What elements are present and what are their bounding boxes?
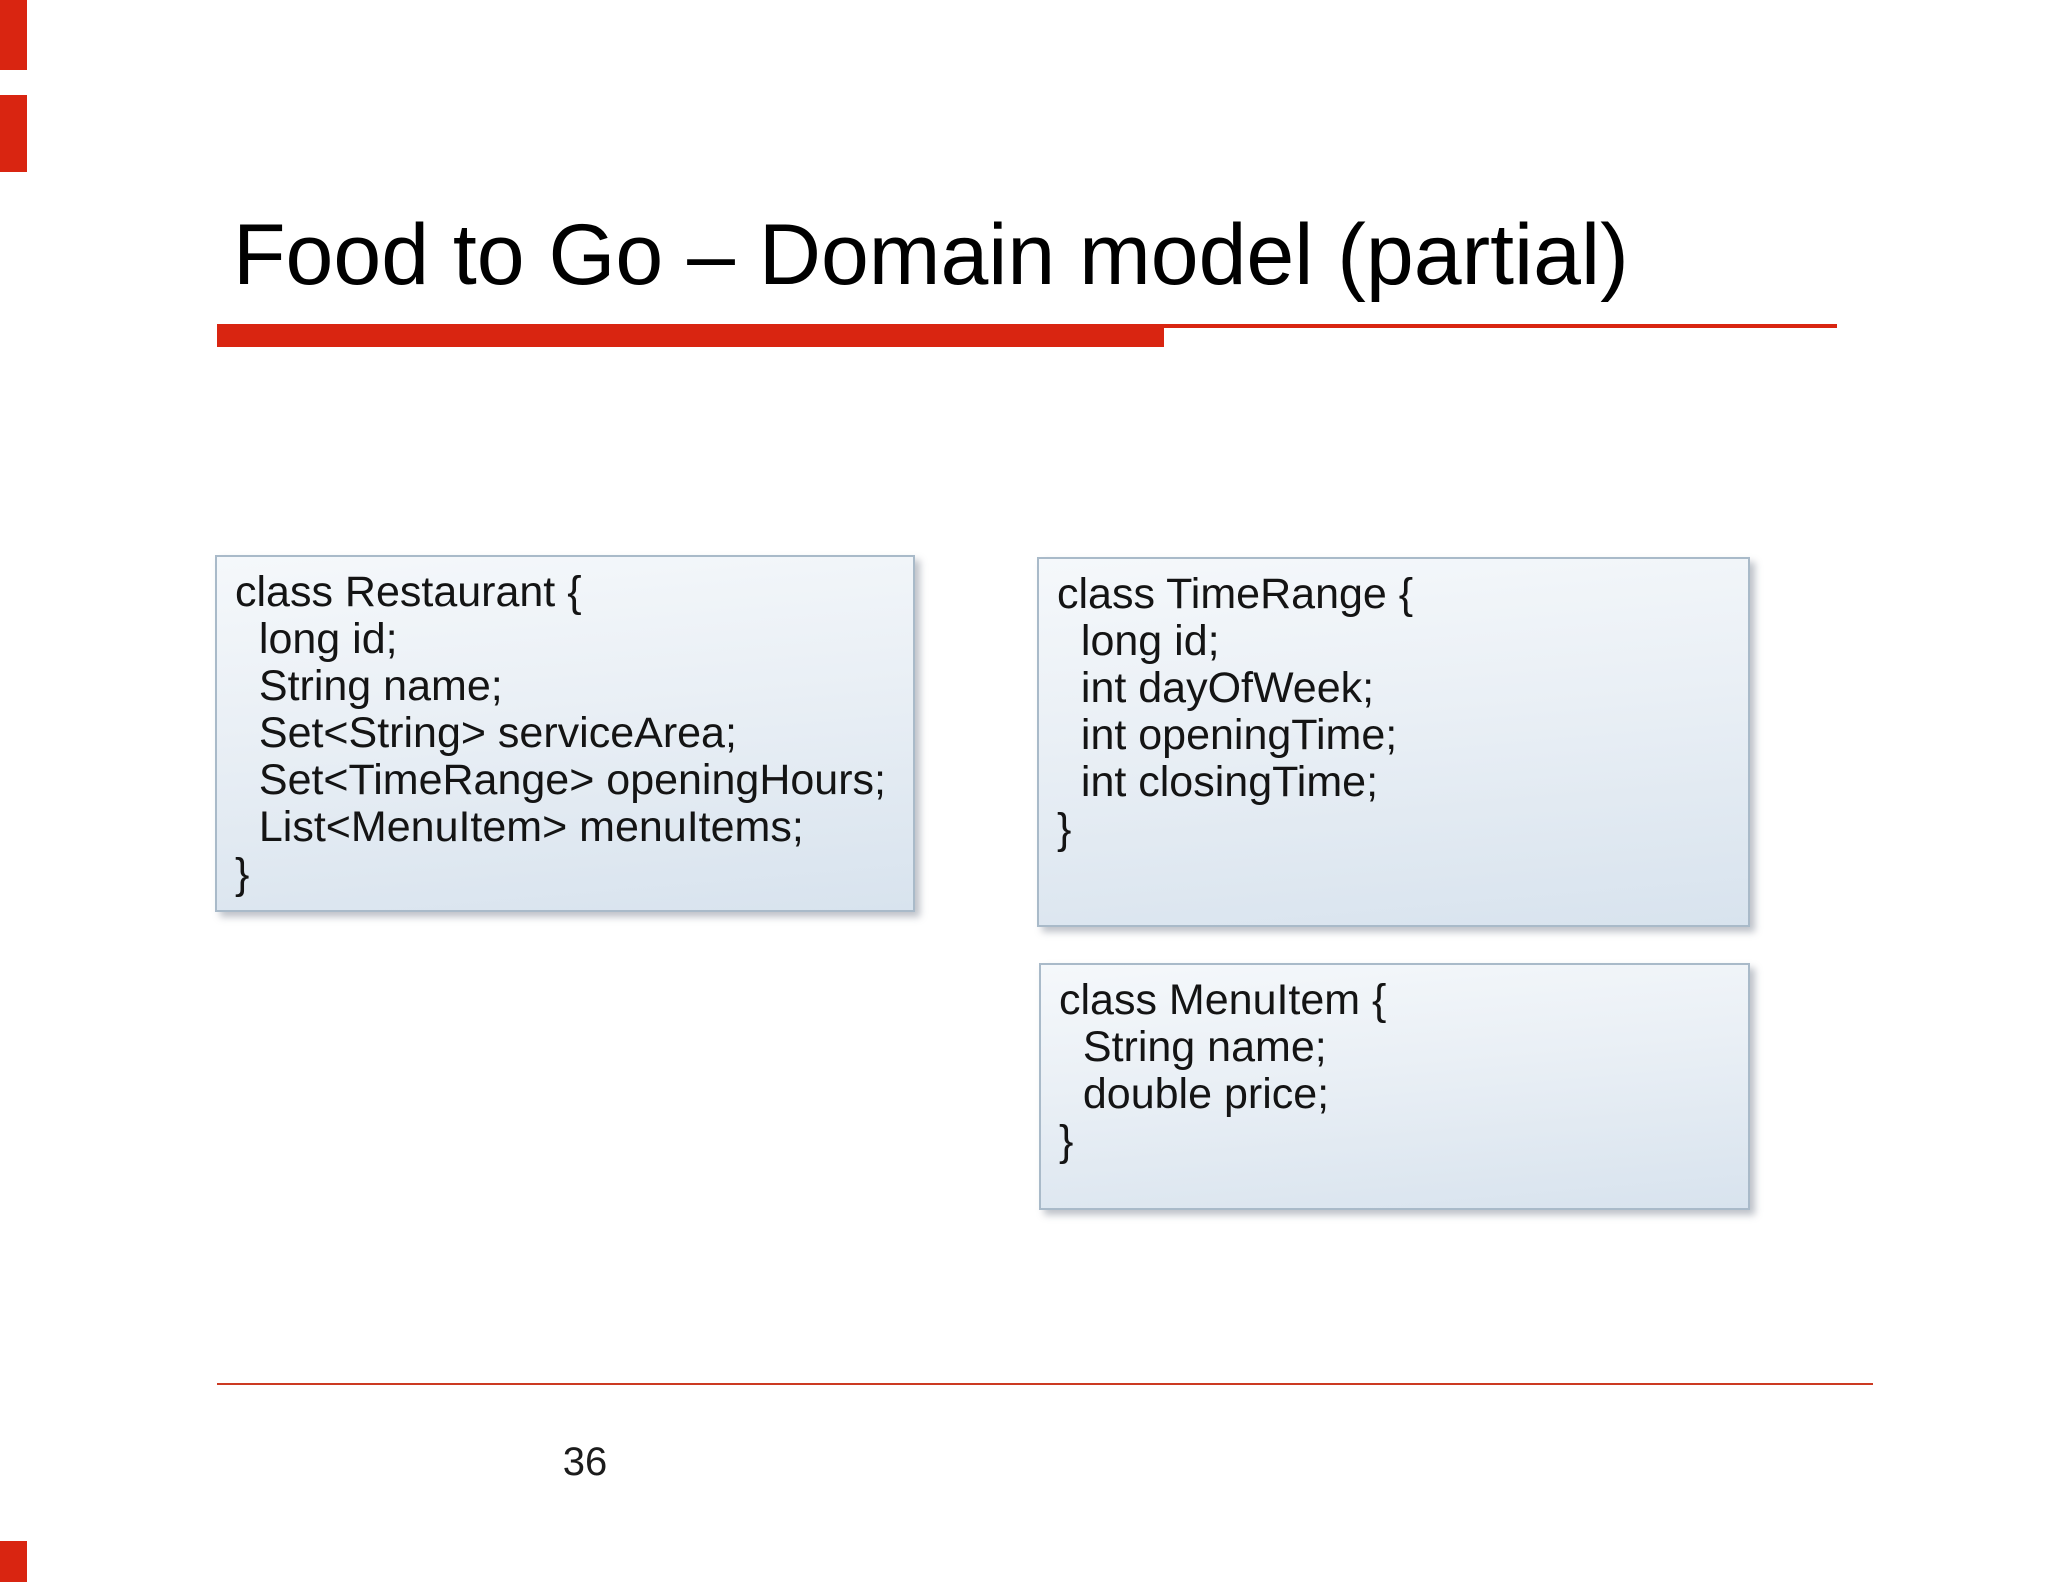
code-line: } [235, 850, 250, 898]
code-line: } [1057, 805, 1072, 853]
code-line: } [1059, 1117, 1074, 1165]
code-line: List<MenuItem> menuItems; [235, 803, 804, 851]
code-line: double price; [1059, 1070, 1330, 1118]
footer-divider [217, 1383, 1873, 1385]
code-line: String name; [235, 662, 503, 710]
page-number: 36 [562, 1440, 608, 1484]
code-line: String name; [1059, 1023, 1327, 1071]
class-box-menuitem: class MenuItem { String name; double pri… [1039, 963, 1750, 1210]
code-line: Set<String> serviceArea; [235, 709, 737, 757]
code-line: class MenuItem { [1059, 976, 1387, 1024]
code-line: class Restaurant { [235, 568, 582, 616]
code-line: int openingTime; [1057, 711, 1398, 759]
code-line: long id; [235, 615, 398, 663]
edge-accent-mark-bottom [0, 1541, 27, 1582]
code-line: Set<TimeRange> openingHours; [235, 756, 886, 804]
class-box-timerange: class TimeRange { long id; int dayOfWeek… [1037, 557, 1750, 927]
edge-accent-mark-top-2 [0, 95, 27, 172]
code-line: class TimeRange { [1057, 570, 1414, 618]
title-underline-thick [217, 324, 1164, 347]
edge-accent-mark-top-1 [0, 0, 27, 70]
class-box-restaurant: class Restaurant { long id; String name;… [215, 555, 915, 912]
code-line: int dayOfWeek; [1057, 664, 1375, 712]
code-line: int closingTime; [1057, 758, 1379, 806]
slide-title: Food to Go – Domain model (partial) [233, 207, 1629, 303]
code-line: long id; [1057, 617, 1220, 665]
